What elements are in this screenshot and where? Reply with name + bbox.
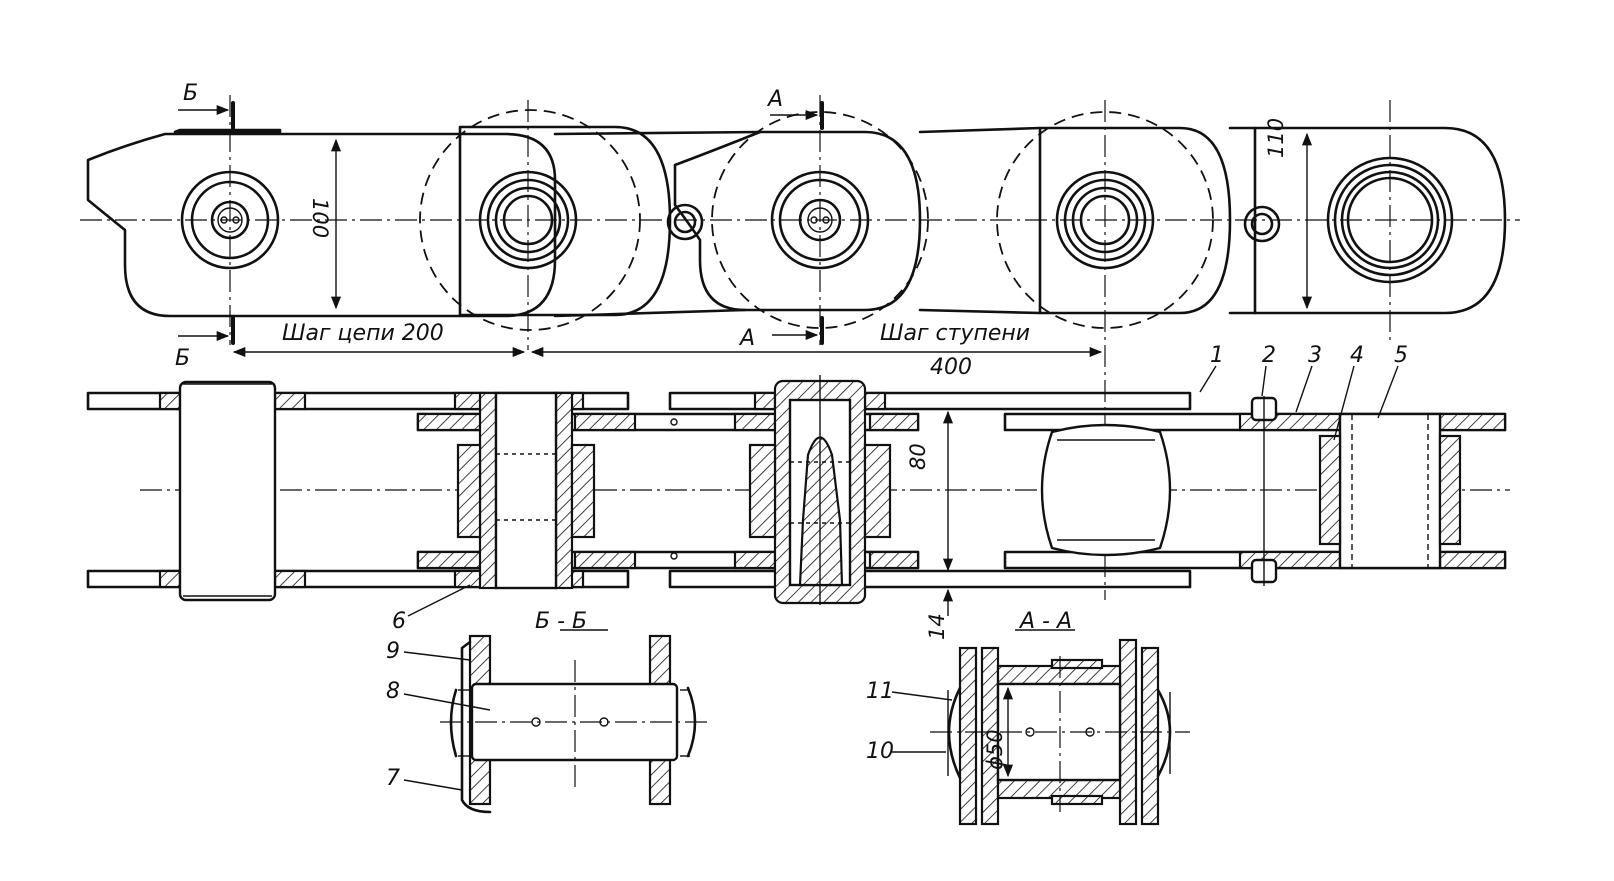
part-number-2: 2: [1262, 343, 1276, 368]
rivet-part-2: [1250, 396, 1278, 586]
plan-roller-3: [748, 375, 892, 605]
part-number-8: 8: [386, 679, 400, 704]
roller-1: [180, 170, 280, 270]
link-plate-right-1: [1038, 126, 1232, 315]
part-number-11: 11: [866, 679, 894, 704]
dimension-110-label: 110: [1264, 118, 1288, 158]
sprocket-pitch-circle-2: [711, 111, 929, 329]
section-marker-a-bottom: А: [738, 326, 755, 351]
step-pitch-label: Шаг ступени: [880, 321, 1030, 346]
section-bb-title: Б - Б: [535, 609, 587, 634]
section-aa-title: А - А: [1018, 609, 1072, 634]
section-marker-b-bottom: Б: [175, 346, 190, 371]
section-marker-b-top: Б: [183, 81, 198, 106]
dimension-phi50-label: ϕ50: [983, 729, 1007, 770]
rivet-2: [1243, 205, 1281, 243]
step-pitch-value: 400: [930, 355, 972, 380]
section-bb-detail: [440, 629, 710, 814]
part-number-3: 3: [1308, 343, 1322, 368]
dimension-14-label: 14: [925, 613, 949, 640]
part-number-7: 7: [386, 766, 400, 791]
part-number-5: 5: [1394, 343, 1408, 368]
plan-roller-4: [1040, 423, 1172, 557]
chain-side-view: [80, 95, 1520, 600]
dimension-100-label: 100: [308, 198, 332, 238]
plan-roller-1: [178, 380, 277, 602]
link-plate-right-end: [1253, 126, 1507, 315]
section-marker-a-top: А: [766, 87, 783, 112]
dimension-80-label: 80: [906, 443, 930, 470]
plan-roller-5: [1318, 412, 1462, 570]
part-number-9: 9: [386, 639, 400, 664]
part-number-10: 10: [866, 739, 894, 764]
link-plate-left: [173, 128, 282, 134]
chain-plan-view: [86, 375, 1510, 605]
part-number-4: 4: [1350, 343, 1364, 368]
link-plate-middle-hook: [673, 130, 922, 312]
part-number-6: 6: [392, 609, 406, 634]
section-aa-detail: [930, 629, 1190, 826]
plan-roller-2: [456, 391, 596, 590]
sprocket-pitch-circle-3: [996, 111, 1214, 329]
chain-pitch-label: Шаг цепи 200: [282, 321, 444, 346]
link-plate-outer-left: [86, 132, 557, 318]
sprocket-pitch-circle-1: [419, 109, 641, 331]
link-plate-middle-1: [458, 125, 672, 317]
rivet-1: [666, 203, 704, 241]
part-number-1: 1: [1210, 343, 1224, 368]
